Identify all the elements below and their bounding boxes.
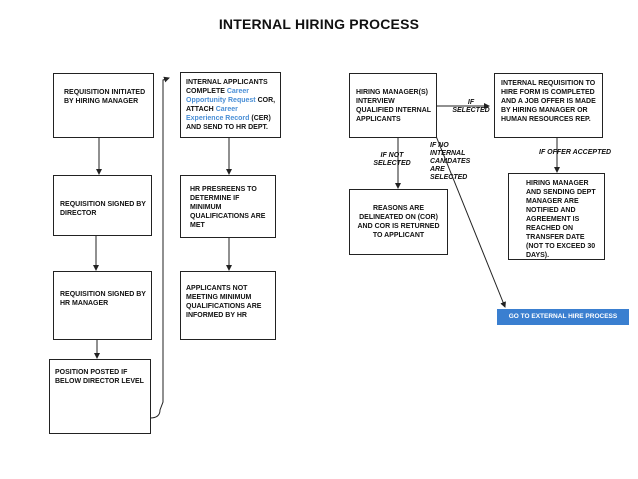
career-experience-record-text: Career Experience Record (186, 106, 250, 122)
label-if-no-internal: IF NO INTERNAL CANIDATES ARE SELECTED (430, 142, 471, 181)
label-if-selected: IF SELECTED (452, 99, 490, 114)
arrow-to-external (435, 135, 506, 308)
label-if-offer-accepted: IF OFFER ACCEPTED (539, 149, 612, 156)
box-position-posted: POSITION POSTED IF BELOW DIRECTOR LEVEL (49, 359, 151, 434)
box-requisition-signed-director: REQUISITION SIGNED BY DIRECTOR (53, 175, 152, 236)
career-opportunity-request-text: Career Opportunity Request (186, 88, 256, 104)
box-requisition-signed-hr: REQUISITION SIGNED BY HR MANAGER (53, 271, 152, 340)
box-hiring-manager-interview: HIRING MANAGER(S) INTERVIEW QUALIFIED IN… (349, 73, 437, 138)
external-hire-process-box: GO TO EXTERNAL HIRE PROCESS (497, 309, 629, 325)
box-applicants-complete: INTERNAL APPLICANTS COMPLETE Career Oppo… (180, 72, 281, 138)
box-hr-prescreens: HR PRESREENS TO DETERMINE IF MINIMUM QUA… (180, 175, 276, 238)
page-title: INTERNAL HIRING PROCESS (218, 16, 420, 32)
box-internal-requisition: INTERNAL REQUISITION TO HIRE FORM IS COM… (494, 73, 603, 138)
label-if-not-selected: IF NOT SELECTED (373, 152, 411, 167)
box-applicants-not-meeting: APPLICANTS NOT MEETING MINIMUM QUALIFICA… (180, 271, 276, 340)
box-requisition-initiated: REQUISITION INITIATED BY HIRING MANAGER (53, 73, 154, 138)
box-reasons-delineated: REASONS ARE DELINEATED ON (COR) AND COR … (349, 189, 448, 255)
box-manager-dept-notified: HIRING MANAGER AND SENDING DEPT MANAGER … (508, 173, 605, 260)
arrow-posted-to-applicants (149, 76, 170, 419)
